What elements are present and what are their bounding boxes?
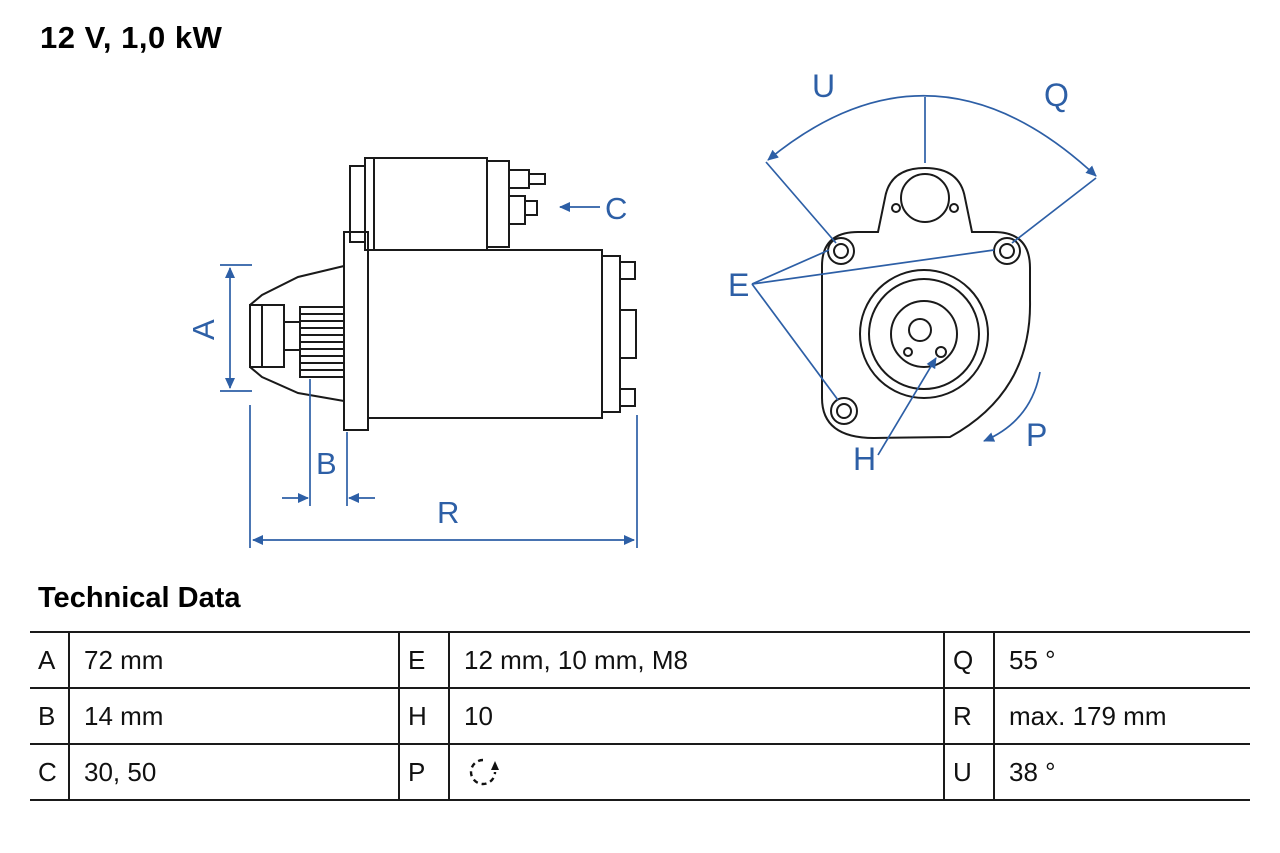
dimension-label-p: P xyxy=(1026,417,1047,453)
table-value-c: 30, 50 xyxy=(70,745,400,801)
starter-motor-technical-drawing: A B R C xyxy=(186,68,1097,548)
table-value-u: 38 ° xyxy=(995,745,1250,801)
table-value-q: 55 ° xyxy=(995,633,1250,689)
table-value-e: 12 mm, 10 mm, M8 xyxy=(450,633,945,689)
front-view-annotations xyxy=(751,94,1097,456)
dimension-label-r: R xyxy=(437,495,459,530)
table-key-h: H xyxy=(400,689,450,745)
table-key-p: P xyxy=(400,745,450,801)
front-view-outline xyxy=(821,166,1032,440)
page-title: 12 V, 1,0 kW xyxy=(40,20,223,55)
dimension-label-u: U xyxy=(812,68,835,104)
table-value-b: 14 mm xyxy=(70,689,400,745)
technical-data-heading: Technical Data xyxy=(38,582,241,614)
rotation-direction-ccw-icon xyxy=(469,758,499,786)
side-view-outline xyxy=(249,157,637,431)
table-key-u: U xyxy=(945,745,995,801)
table-key-b: B xyxy=(30,689,70,745)
table-value-h: 10 xyxy=(450,689,945,745)
dimension-label-b: B xyxy=(316,446,337,481)
dimension-label-a: A xyxy=(186,319,221,340)
dimension-label-q: Q xyxy=(1044,77,1069,113)
table-value-p-rotation-cell xyxy=(450,745,945,801)
technical-data-table: A 72 mm E 12 mm, 10 mm, M8 Q 55 ° B 14 m… xyxy=(30,631,1250,801)
table-value-a: 72 mm xyxy=(70,633,400,689)
side-view-dimensions xyxy=(220,202,638,548)
table-key-c: C xyxy=(30,745,70,801)
table-key-a: A xyxy=(30,633,70,689)
dimension-label-h: H xyxy=(853,441,876,477)
dimension-label-c: C xyxy=(605,191,627,226)
dimension-label-e: E xyxy=(728,267,749,303)
table-key-r: R xyxy=(945,689,995,745)
table-value-r: max. 179 mm xyxy=(995,689,1250,745)
table-key-e: E xyxy=(400,633,450,689)
table-key-q: Q xyxy=(945,633,995,689)
